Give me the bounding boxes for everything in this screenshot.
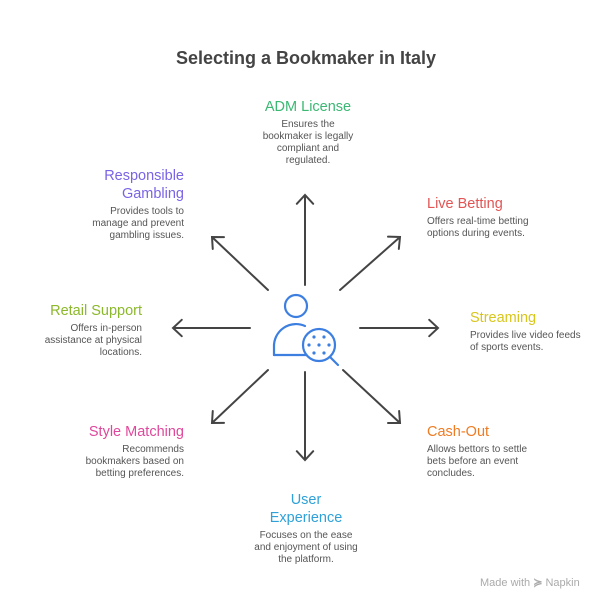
arrow-down-icon <box>295 371 315 462</box>
node-title: User Experience <box>269 492 343 526</box>
node-title: Style Matching <box>88 424 184 440</box>
node-title: Live Betting <box>427 196 503 212</box>
arrow-left-icon <box>171 318 251 338</box>
made-with-label: Made with <box>480 577 531 589</box>
node-desc: Focuses on the ease and enjoyment of usi… <box>254 530 358 565</box>
node-live-betting: Live Betting Offers real-time betting op… <box>427 195 547 240</box>
node-desc: Offers in-person assistance at physical … <box>44 323 142 358</box>
napkin-footer[interactable]: Made with ≽ Napkin <box>480 576 580 589</box>
napkin-brand: Napkin <box>545 577 580 589</box>
arrow-right-icon <box>359 318 440 338</box>
node-desc: Provides tools to manage and prevent gam… <box>92 206 184 241</box>
node-title: Retail Support <box>50 303 142 319</box>
user-search-icon <box>272 293 340 367</box>
node-streaming: Streaming Provides live video feeds of s… <box>470 309 588 354</box>
node-style-matching: Style Matching Recommends bookmakers bas… <box>0 423 184 480</box>
node-adm-license: ADM License Ensures the bookmaker is leg… <box>208 98 408 167</box>
node-user-experience: User Experience Focuses on the ease and … <box>206 491 406 566</box>
node-responsible-gambling: Responsible Gambling Provides tools to m… <box>0 167 184 242</box>
node-cash-out: Cash-Out Allows bettors to settle bets b… <box>427 423 539 480</box>
arrow-up-icon <box>295 193 315 286</box>
node-desc: Offers real-time betting options during … <box>427 216 529 239</box>
napkin-logo-icon: ≽ <box>533 577 543 589</box>
arrow-down-right-icon <box>342 369 402 425</box>
node-desc: Allows bettors to settle bets before an … <box>427 444 528 479</box>
diagram-title: Selecting a Bookmaker in Italy <box>175 48 437 68</box>
node-title: Streaming <box>470 310 537 326</box>
node-desc: Ensures the bookmaker is legally complia… <box>262 119 354 166</box>
arrow-down-left-icon <box>210 369 269 425</box>
arrow-up-left-icon <box>210 235 269 291</box>
node-title: Cash-Out <box>427 424 490 440</box>
node-desc: Recommends bookmakers based on betting p… <box>85 444 184 479</box>
node-retail-support: Retail Support Offers in-person assistan… <box>0 302 142 359</box>
node-title: Responsible Gambling <box>104 168 184 202</box>
arrow-up-right-icon <box>339 235 402 291</box>
node-desc: Provides live video feeds of sports even… <box>470 330 581 353</box>
node-title: ADM License <box>264 99 352 115</box>
